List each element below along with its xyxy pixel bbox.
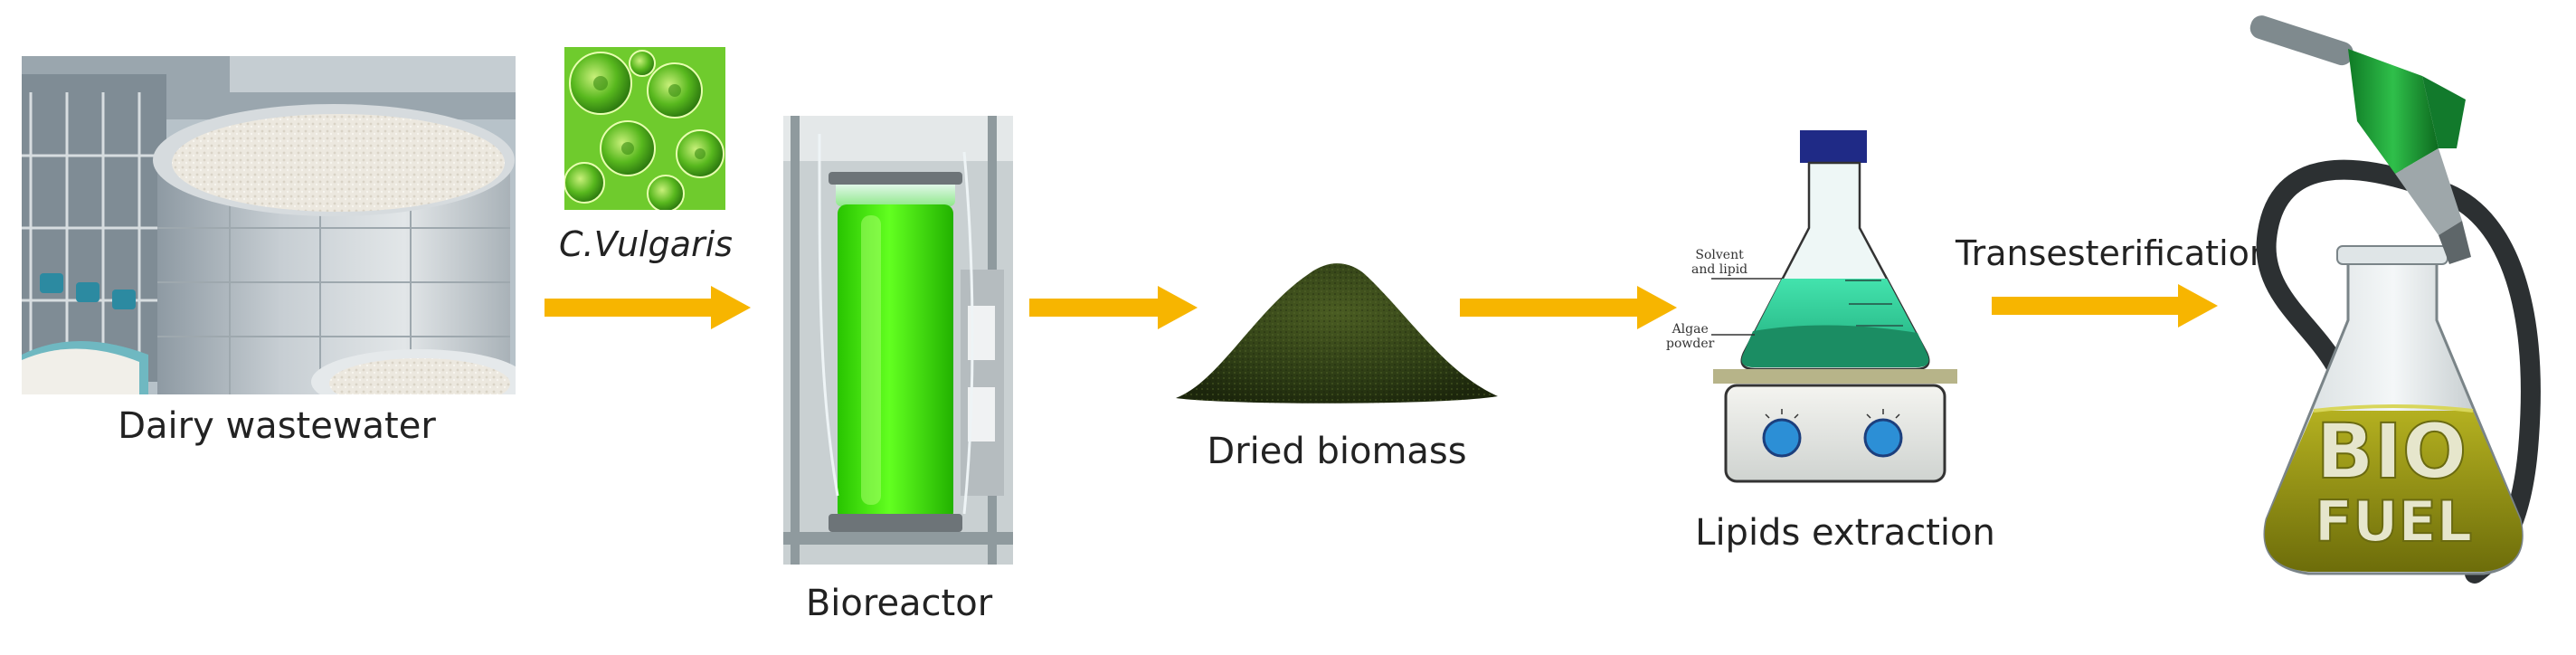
dairy-wastewater-label: Dairy wastewater <box>118 405 436 447</box>
bioreactor-image <box>783 116 1013 565</box>
arrow-3 <box>1460 286 1677 329</box>
bioreactor-label: Bioreactor <box>805 583 993 624</box>
arrow-1 <box>545 286 751 329</box>
arrow-4 <box>1992 284 2218 328</box>
lipids-extraction-label: Lipids extraction <box>1695 512 1995 554</box>
flask-solvent-line1: Solvent <box>1695 248 1744 262</box>
biofuel-text-bio: BIO <box>2316 407 2467 496</box>
flask-powder-line2: powder <box>1666 337 1715 351</box>
flask-solvent-line2: and lipid <box>1691 262 1748 277</box>
dried-biomass-label: Dried biomass <box>1207 431 1467 472</box>
c-vulgaris-image <box>564 47 725 210</box>
flask-powder-line1: Algae <box>1672 322 1709 337</box>
flask-solvent-label: Solvent and lipid <box>1691 248 1747 277</box>
biofuel-text-fuel: FUEL <box>2315 489 2473 555</box>
arrow-2 <box>1029 286 1198 329</box>
biofuel-image: BIO FUEL <box>2212 13 2562 610</box>
dried-biomass-image <box>1174 246 1500 405</box>
lipid-extraction-image <box>1646 127 1983 489</box>
dairy-wastewater-image <box>22 56 516 394</box>
transesterification-label: Transesterification <box>1956 233 2271 273</box>
flask-powder-label: Algae powder <box>1666 322 1714 351</box>
c-vulgaris-label: C.Vulgaris <box>559 224 733 264</box>
